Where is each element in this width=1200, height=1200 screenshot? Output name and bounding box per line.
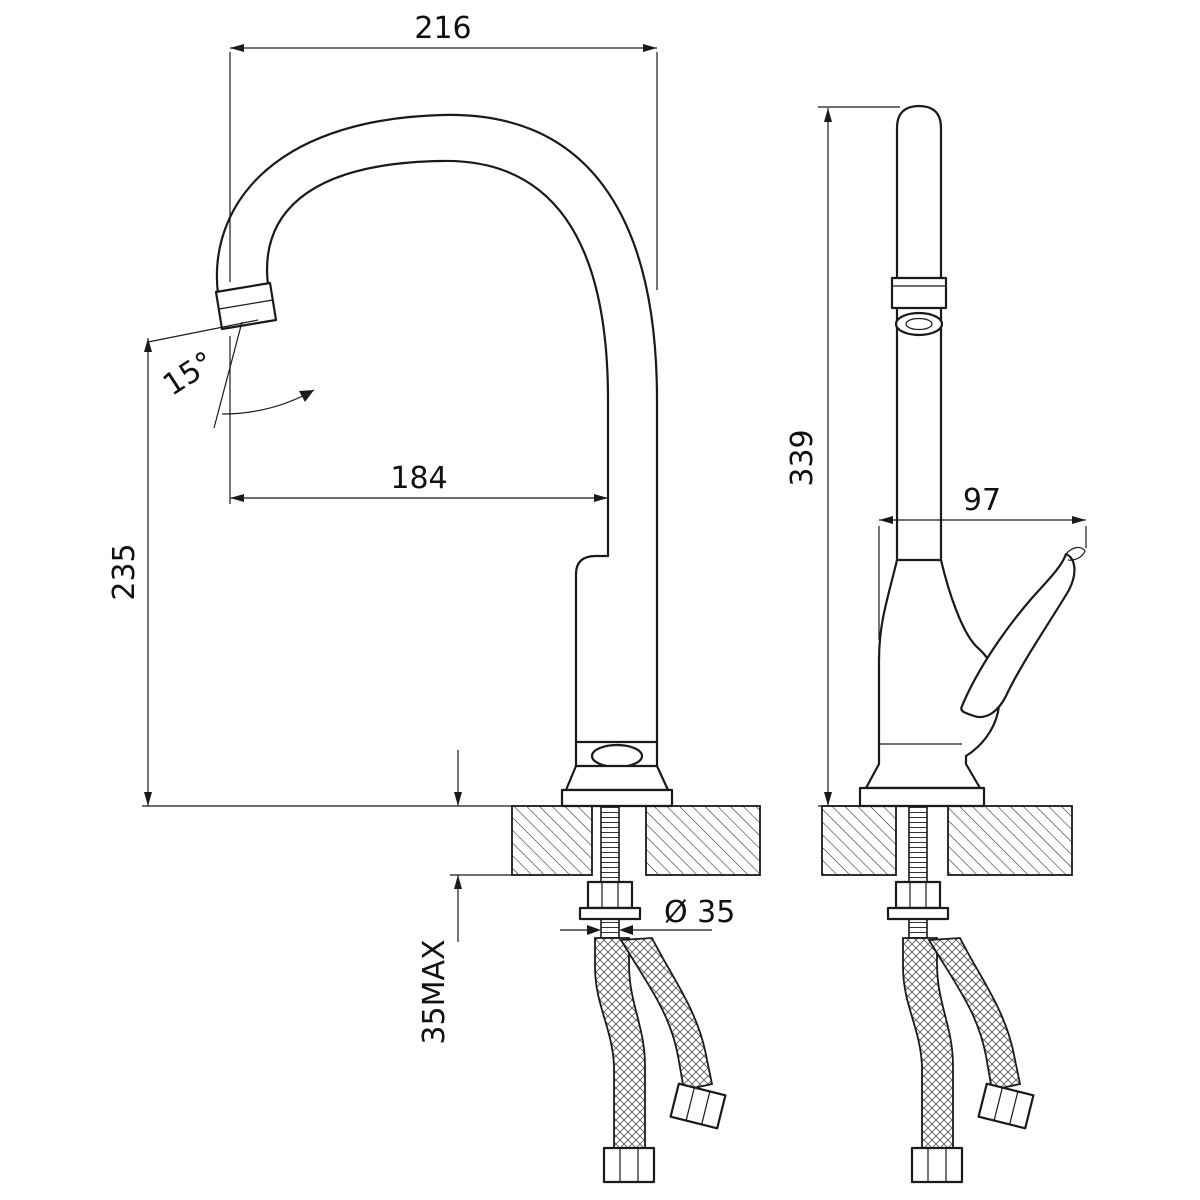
mounting-washer [886,906,950,921]
dim-angle-label: 15° [157,345,221,403]
arrowhead [144,338,152,352]
countertop-right-section [645,805,761,876]
dimension-339: 339 [785,106,900,807]
side-view [821,104,1086,1184]
dim-184-label: 184 [390,461,447,496]
countertop-left-section [821,805,897,876]
base-flange [564,764,670,792]
hose-nut-a [910,1146,964,1184]
arrowhead [230,44,244,52]
dim-97-label: 97 [963,483,1001,518]
base-plate [858,786,986,808]
front-view [214,113,761,1184]
hose-nut-b [977,1082,1035,1130]
dimension-15deg: 15° [147,319,315,429]
angle-baseline [147,319,259,343]
supply-hose-b [927,937,1022,1092]
dim-339-label: 339 [785,429,820,486]
arrowhead [587,925,601,935]
dimension-35max: 35MAX [417,750,512,1045]
dim-216-label: 216 [414,11,471,46]
aerator-inner-ring [905,317,933,331]
dim-hole-diameter-label: Ø 35 [664,895,735,930]
arrowhead [144,792,152,806]
dimensions: 216 15° 184 235 [107,11,1087,1045]
base-plate [560,788,674,808]
handle-front-tip [590,743,644,769]
arrowhead [824,792,832,806]
aerator-outlet [894,311,944,337]
nozzle-collar-line [218,299,274,310]
dimension-hole-diameter: Ø 35 [560,895,735,935]
countertop-right-section [947,805,1073,876]
dim-235-label: 235 [107,543,142,600]
arrowhead [619,925,633,935]
spout-outer-curve [215,113,659,768]
countertop-left-section [511,805,593,876]
spout-inner-curve [266,159,610,558]
arrowhead [824,108,832,122]
dimension-97: 97 [878,483,1087,640]
dim-35max-label: 35MAX [417,939,452,1044]
riser-pipe [895,104,943,562]
mounting-nut [894,880,942,910]
spout-nozzle [214,281,278,331]
arrowhead [454,792,462,806]
supply-hose-b [619,937,714,1092]
supply-hose-a [902,937,954,1149]
dimension-216: 216 [229,11,658,290]
arrowhead [879,516,893,524]
supply-hose-a [594,937,646,1149]
spout-axis-extension [213,321,243,429]
arrowhead [454,875,462,889]
nozzle-collar [890,276,948,310]
hose-nut-b [669,1082,727,1130]
arrowhead [643,44,657,52]
faucet-body [864,558,1001,790]
mounting-washer [578,906,642,921]
hose-nut-a [602,1146,656,1184]
angle-arc [221,389,315,415]
body-left-edge [574,554,610,768]
lever-handle [960,552,1076,719]
dimension-184: 184 [229,336,608,504]
mounting-nut [586,880,634,910]
arrowhead [594,494,608,502]
arrowhead [299,390,314,402]
arrowhead [1072,516,1086,524]
handle-tip-hook [1065,546,1086,561]
arrowhead [230,494,244,502]
dimension-235: 235 [107,338,512,807]
